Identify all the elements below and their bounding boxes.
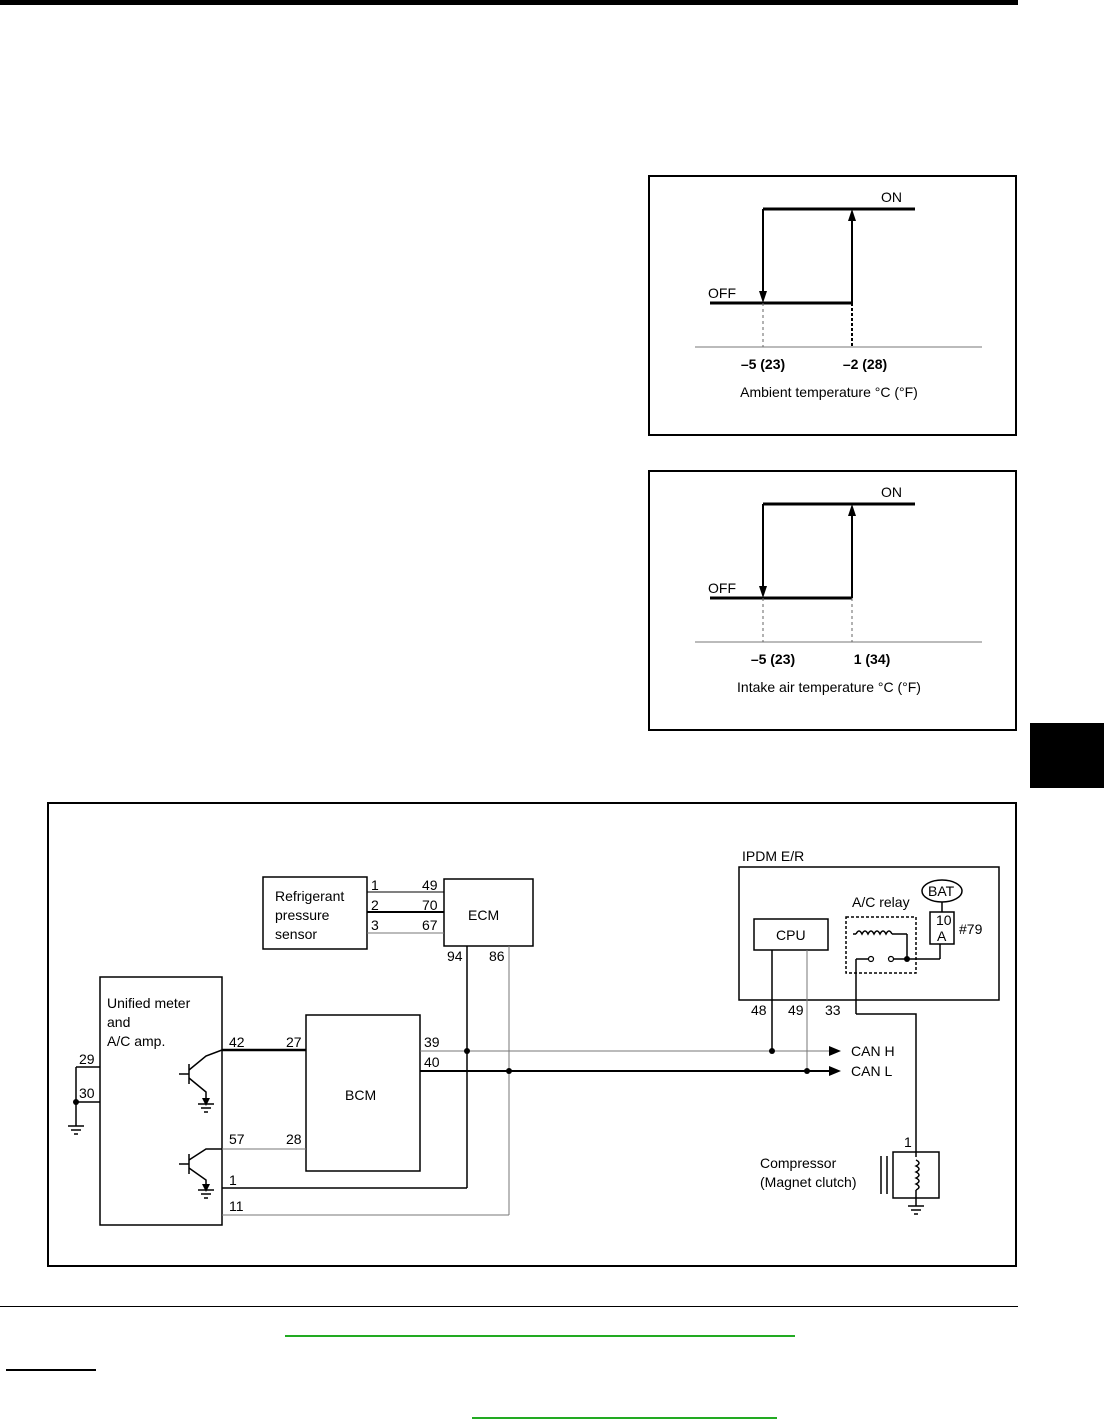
- can-h-label: CAN H: [851, 1043, 895, 1059]
- pin-label: 1: [904, 1134, 912, 1150]
- compressor-label-2: (Magnet clutch): [760, 1174, 856, 1190]
- unified-meter-box: [99, 976, 223, 1226]
- ipdm-box: [738, 866, 1000, 1001]
- junction-dot: [904, 956, 910, 962]
- emitter-arrow-icon: [202, 1098, 210, 1106]
- hyperlink-underline[interactable]: [472, 1417, 777, 1419]
- pin-label: 3: [371, 917, 379, 933]
- pin-label: 40: [424, 1054, 440, 1070]
- relay-contact-left: [867, 955, 875, 963]
- ac-relay-box: [845, 916, 917, 974]
- meter-label-1: Unified meter: [107, 995, 191, 1011]
- pin-label: 42: [229, 1034, 245, 1050]
- pin-label: 2: [371, 897, 379, 913]
- bcm-box: [305, 1014, 421, 1172]
- bat-label: BAT: [928, 883, 955, 899]
- tick-label-off: –5 (23): [741, 356, 785, 372]
- hyperlink-underline[interactable]: [285, 1335, 795, 1337]
- emitter-arrow-icon: [202, 1184, 210, 1192]
- tick-label-off: –5 (23): [751, 651, 795, 667]
- ambient-temperature-chart: ON OFF –5 (23) –2 (28) Ambient temperatu…: [648, 175, 1017, 436]
- ecm-label: ECM: [468, 907, 499, 923]
- ambient-chart-svg: ON OFF –5 (23) –2 (28) Ambient temperatu…: [695, 189, 982, 400]
- section-tab: [1030, 723, 1104, 788]
- up-arrow-icon: [848, 209, 856, 221]
- compressor-label-1: Compressor: [760, 1155, 837, 1171]
- transistor-2-collector: [188, 1148, 222, 1161]
- pin-label: 1: [371, 877, 379, 893]
- intake-chart-svg: ON OFF –5 (23) 1 (34) Intake air tempera…: [695, 484, 982, 695]
- pin-label: 39: [424, 1034, 440, 1050]
- junction-dot: [804, 1068, 810, 1074]
- axis-title: Ambient temperature °C (°F): [740, 384, 918, 400]
- pin-label: 28: [286, 1131, 302, 1147]
- pin-label: 86: [489, 948, 505, 964]
- refrigerant-sensor-label-2: pressure: [275, 907, 330, 923]
- pin-label: 48: [751, 1002, 767, 1018]
- pin-label: 30: [79, 1085, 95, 1101]
- up-arrow-icon: [848, 504, 856, 516]
- relay-contact-right: [887, 955, 895, 963]
- on-label: ON: [881, 189, 902, 205]
- pin-label: 94: [447, 948, 463, 964]
- cpu-label: CPU: [776, 927, 806, 943]
- junction-dot: [73, 1099, 79, 1105]
- fuse-amp-unit: A: [937, 928, 947, 944]
- fuse-box: [929, 911, 955, 945]
- pin-label: 27: [286, 1034, 302, 1050]
- down-arrow-icon: [759, 291, 767, 303]
- pin-label: 49: [788, 1002, 804, 1018]
- tick-label-on: –2 (28): [843, 356, 887, 372]
- off-label: OFF: [708, 285, 736, 301]
- pin-label: 1: [229, 1172, 237, 1188]
- pin-label: 49: [422, 877, 438, 893]
- ac-relay-label: A/C relay: [852, 894, 910, 910]
- pin-label: 11: [229, 1198, 244, 1214]
- bottom-rule: [0, 1306, 1018, 1307]
- pin-label: 29: [79, 1051, 95, 1067]
- refrigerant-sensor-label-3: sensor: [275, 926, 317, 942]
- top-rule: [0, 0, 1018, 5]
- footer-underline: [6, 1369, 96, 1371]
- pin-label: 57: [229, 1131, 245, 1147]
- intake-air-temperature-chart: ON OFF –5 (23) 1 (34) Intake air tempera…: [648, 470, 1017, 731]
- transistor-1-collector: [188, 1049, 223, 1071]
- refrigerant-sensor-label-1: Refrigerant: [275, 888, 344, 904]
- bcm-label: BCM: [345, 1087, 376, 1103]
- arrow-right-icon: [829, 1066, 841, 1076]
- arrow-right-icon: [829, 1046, 841, 1056]
- cpu-box: [753, 918, 829, 951]
- pin-label: 67: [422, 917, 438, 933]
- fuse-amp-label: 10: [936, 912, 952, 928]
- pin-label: 70: [422, 897, 438, 913]
- down-arrow-icon: [759, 586, 767, 598]
- clutch-coil-icon: [914, 1159, 920, 1191]
- off-label: OFF: [708, 580, 736, 596]
- schematic-svg: Refrigerant pressure sensor 1 2 3 49 70 …: [68, 848, 1000, 1226]
- can-l-label: CAN L: [851, 1063, 892, 1079]
- junction-dot: [464, 1048, 470, 1054]
- tick-label-on: 1 (34): [854, 651, 891, 667]
- relay-coil-icon: [855, 930, 893, 936]
- compressor-wire: [856, 1013, 917, 1157]
- on-label: ON: [881, 484, 902, 500]
- pin-label: 33: [825, 1002, 841, 1018]
- axis-title: Intake air temperature °C (°F): [737, 679, 921, 695]
- junction-dot: [506, 1068, 512, 1074]
- ipdm-label: IPDM E/R: [742, 848, 804, 864]
- wiring-schematic: Refrigerant pressure sensor 1 2 3 49 70 …: [47, 802, 1017, 1267]
- junction-dot: [769, 1048, 775, 1054]
- fuse-number: #79: [959, 921, 983, 937]
- meter-label-2: and: [107, 1014, 130, 1030]
- meter-label-3: A/C amp.: [107, 1033, 165, 1049]
